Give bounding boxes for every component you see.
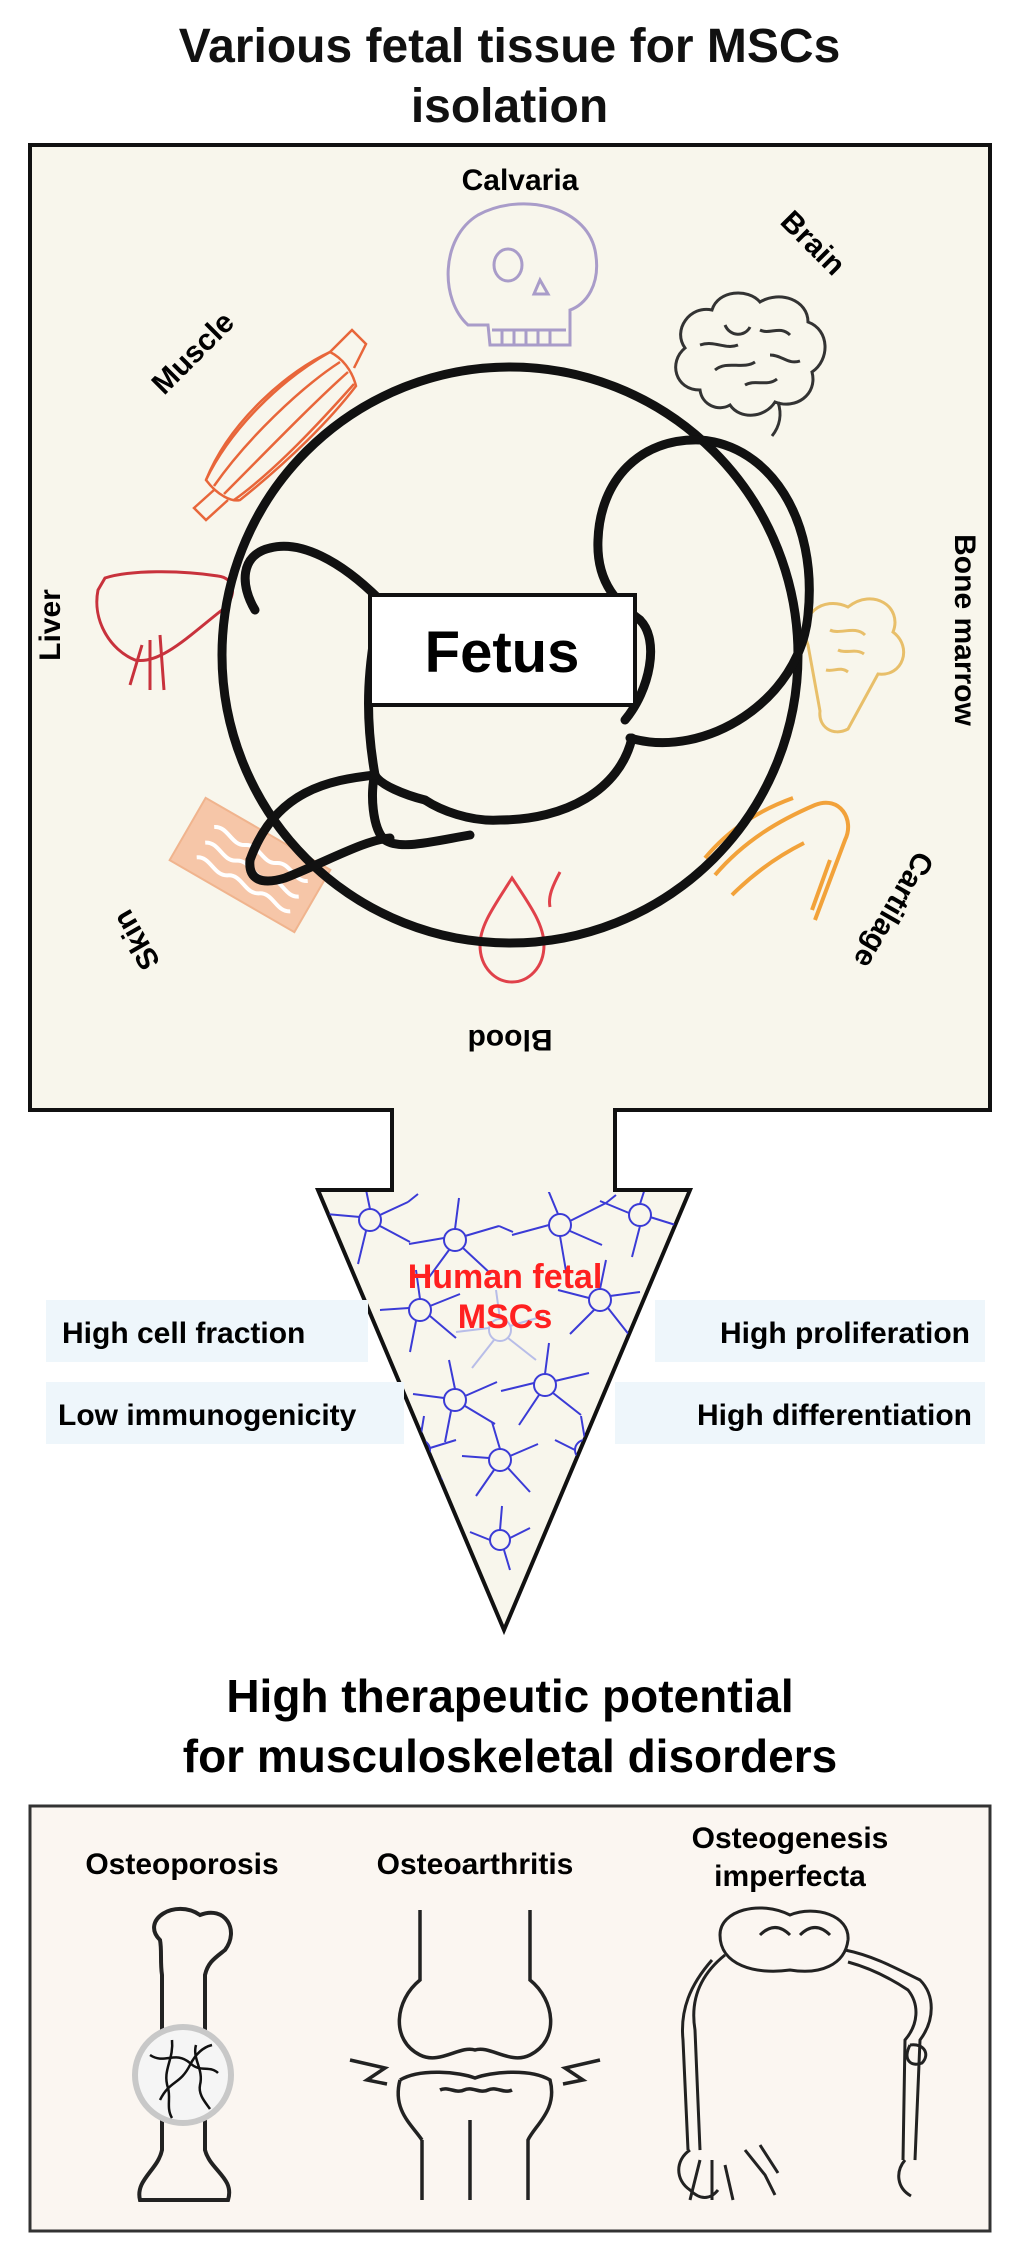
fetus-label-box	[368, 593, 637, 707]
potential-title-line2: for musculoskeletal disorders	[183, 1730, 837, 1782]
label-oi-line2: imperfecta	[714, 1860, 866, 1893]
label-oi-line1: Osteogenesis	[692, 1822, 889, 1855]
potential-title-line1: High therapeutic potential	[226, 1670, 793, 1722]
property-box-left-bottom	[46, 1382, 404, 1444]
skull-icon	[446, 202, 598, 347]
msc-label-line1: Human fetal	[408, 1258, 603, 1296]
label-osteoporosis: Osteoporosis	[85, 1848, 278, 1881]
muscle-icon	[192, 328, 368, 522]
cartilage-icon	[703, 796, 851, 921]
tissue-panel	[28, 143, 992, 1636]
msc-label-line2: MSCs	[458, 1298, 552, 1336]
msc-cell	[557, 1259, 641, 1337]
msc-cell	[511, 1192, 617, 1272]
label-osteoarthritis: Osteoarthritis	[377, 1848, 574, 1881]
property-high-cell-fraction: High cell fraction	[62, 1317, 305, 1350]
property-box-left-top	[46, 1300, 368, 1362]
msc-cell	[325, 1192, 419, 1265]
msc-cell	[408, 1197, 514, 1281]
fetus-label: Fetus	[425, 620, 580, 685]
label-blood: Blood	[468, 1023, 553, 1056]
disorders-panel	[28, 1804, 992, 2233]
label-liver: Liver	[34, 589, 67, 661]
property-high-differentiation: High differentiation	[697, 1399, 972, 1432]
skeleton-icon	[677, 1906, 933, 2201]
label-calvaria: Calvaria	[462, 164, 579, 197]
msc-cell	[469, 1505, 531, 1571]
msc-cell-faded	[455, 1289, 545, 1369]
bone-fracture-pattern	[149, 2039, 219, 2119]
property-low-immunogenicity: Low immunogenicity	[58, 1399, 357, 1432]
blood-drop-icon	[478, 871, 562, 984]
label-bone-marrow: Bone marrow	[948, 534, 981, 726]
bone-marrow-icon	[803, 597, 906, 734]
msc-cell	[500, 1342, 590, 1426]
msc-cell	[412, 1359, 498, 1443]
brain-icon	[674, 291, 827, 437]
diagram-title-line2: isolation	[410, 80, 609, 133]
property-high-proliferation: High proliferation	[720, 1317, 970, 1350]
diagram-title-line1: Various fetal tissue for MSCs	[178, 20, 841, 73]
property-box-right-bottom	[615, 1382, 985, 1444]
msc-cell	[599, 1192, 683, 1258]
msc-cell	[379, 1269, 461, 1353]
knee-joint-icon	[349, 1910, 601, 2200]
msc-cells	[325, 1192, 683, 1571]
msc-cell	[461, 1421, 539, 1497]
property-box-right-top	[655, 1300, 985, 1362]
